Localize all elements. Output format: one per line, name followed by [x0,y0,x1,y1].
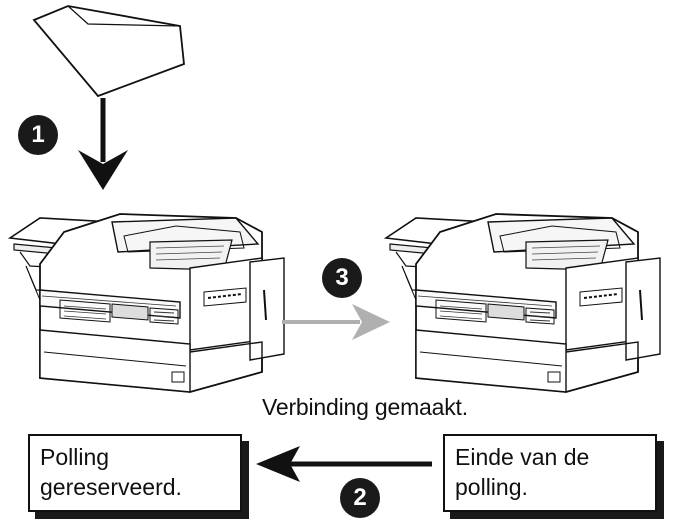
down-arrow-icon [78,98,128,190]
transfer-arrow-icon [282,304,390,340]
fax-machine-left [9,213,285,393]
sheet-fold [67,5,181,27]
return-arrow-icon [256,446,432,482]
fax-machine-right [385,213,661,393]
document-sheet [32,5,185,98]
